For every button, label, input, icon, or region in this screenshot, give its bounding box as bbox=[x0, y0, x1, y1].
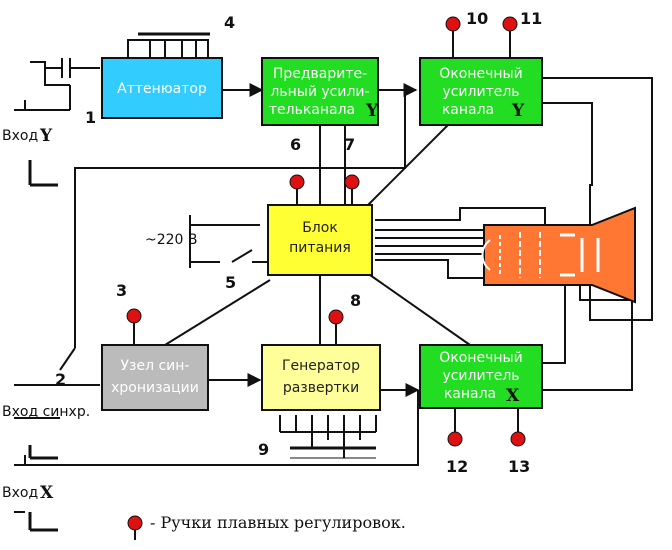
knob-13 bbox=[510, 431, 526, 447]
final-y-line-1: Оконечный bbox=[439, 66, 522, 82]
attenuator-label: Аттенюатор bbox=[117, 81, 207, 97]
number-11: 11 bbox=[520, 9, 542, 28]
sync-line-2: хронизации bbox=[111, 380, 199, 396]
legend-text: - Ручки плавных регулировок. bbox=[150, 513, 406, 532]
block-sweep: Генератор развертки bbox=[261, 344, 381, 411]
input-y-label: Вход bbox=[2, 128, 38, 144]
reference-numbers: 1 2 3 4 5 6 7 8 9 10 11 12 13 bbox=[55, 9, 542, 476]
number-12: 12 bbox=[446, 457, 468, 476]
block-sync: Узел син- хронизации bbox=[101, 344, 209, 411]
input-x-label: Вход bbox=[2, 485, 38, 501]
final-y-channel-letter: Y bbox=[511, 101, 525, 121]
preamp-line-2: льный усили- bbox=[270, 84, 369, 100]
ground-symbols bbox=[28, 160, 58, 532]
knob-12 bbox=[447, 431, 463, 447]
number-6: 6 bbox=[290, 135, 301, 154]
number-4: 4 bbox=[224, 13, 235, 32]
power-line-2: питания bbox=[289, 240, 351, 256]
preamp-channel-letter: Y bbox=[365, 101, 379, 121]
number-9: 9 bbox=[258, 440, 269, 459]
number-7: 7 bbox=[344, 135, 355, 154]
number-1: 1 bbox=[85, 108, 96, 127]
mains-label: ~220 В bbox=[145, 232, 198, 248]
final-y-line-2: усилитель bbox=[442, 84, 519, 100]
knob-3 bbox=[126, 308, 142, 324]
number-13: 13 bbox=[508, 457, 530, 476]
block-attenuator: Аттенюатор bbox=[101, 57, 223, 119]
input-labels: Вход Y Вход синхр. Вход X ~220 В bbox=[2, 126, 198, 503]
input-x-letter: X bbox=[40, 483, 54, 503]
input-y-letter: Y bbox=[39, 126, 53, 146]
crt-tube bbox=[481, 206, 636, 304]
power-line-1: Блок bbox=[302, 220, 338, 236]
sweep-line-2: развертки bbox=[283, 380, 359, 396]
sync-line-1: Узел син- bbox=[121, 358, 190, 374]
preamp-line-1: Предваритe- bbox=[273, 66, 367, 82]
input-jacks bbox=[14, 61, 60, 513]
final-x-line-2: усилитель bbox=[442, 368, 519, 384]
block-preamp: Предваритe- льный усили- тельканала Y bbox=[261, 57, 379, 126]
number-2: 2 bbox=[55, 370, 66, 389]
final-x-channel-letter: X bbox=[506, 386, 520, 406]
block-final-x: Оконечный усилитель канала X bbox=[419, 344, 543, 409]
final-y-line-3: канала bbox=[442, 102, 494, 118]
knob-6 bbox=[289, 174, 305, 190]
knob-10 bbox=[445, 16, 461, 32]
number-8: 8 bbox=[350, 291, 361, 310]
input-sync-label: Вход синхр. bbox=[2, 404, 90, 420]
number-10: 10 bbox=[466, 9, 488, 28]
number-3: 3 bbox=[116, 281, 127, 300]
preamp-line-3: тельканала bbox=[269, 102, 355, 118]
block-power: Блок питания bbox=[267, 204, 373, 276]
wires bbox=[24, 30, 653, 540]
sweep-line-1: Генератор bbox=[282, 358, 360, 374]
knob-11 bbox=[502, 16, 518, 32]
knob-7 bbox=[344, 174, 360, 190]
number-5: 5 bbox=[225, 273, 236, 292]
final-x-line-1: Оконечный bbox=[439, 350, 522, 366]
knob-8 bbox=[328, 309, 344, 325]
knobs bbox=[126, 16, 526, 531]
legend-knob-icon bbox=[127, 515, 143, 531]
block-final-y: Оконечный усилитель канала Y bbox=[419, 57, 543, 126]
final-x-line-3: канала bbox=[444, 386, 496, 402]
